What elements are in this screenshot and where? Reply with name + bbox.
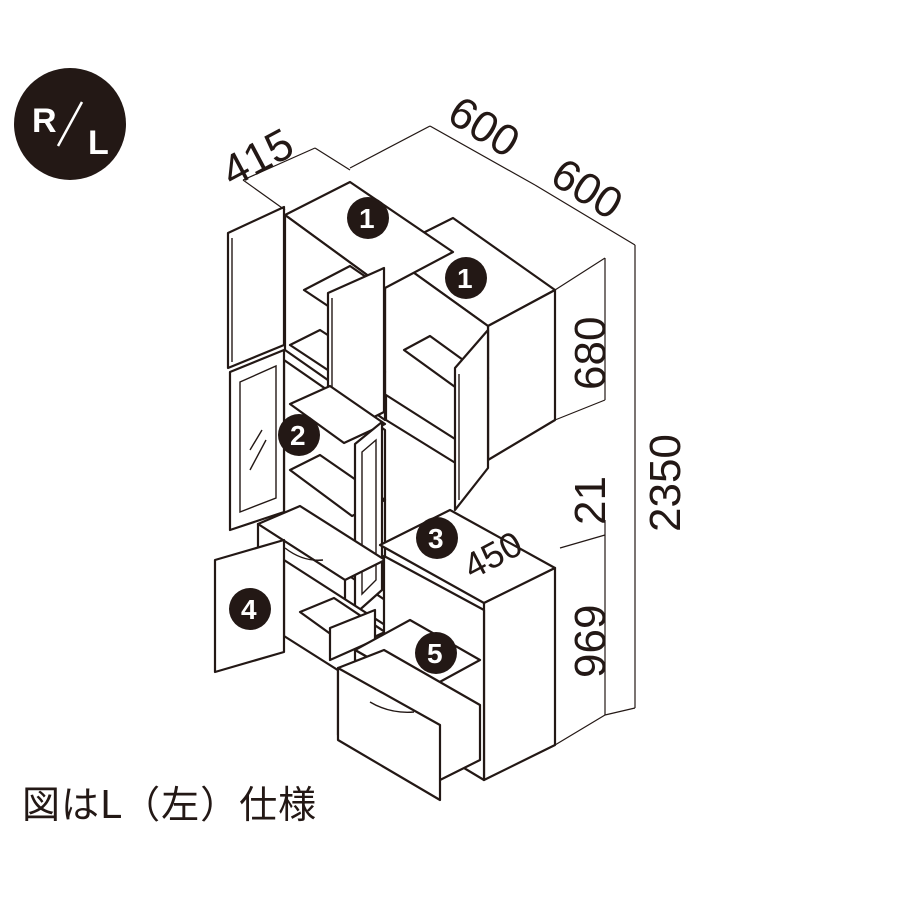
rl-badge-left: R [32,102,57,140]
dim-depth-upper: 415 [214,119,302,197]
dimension-lines [242,125,636,746]
dim-width-left: 600 [440,87,528,167]
part-badge-4: 4 [229,588,271,630]
rl-badge: R L [14,68,126,180]
svg-text:1: 1 [457,263,473,294]
svg-text:5: 5 [427,638,443,669]
svg-text:3: 3 [428,523,444,554]
part-badge-1a: 1 [347,197,389,239]
rl-badge-right: L [88,124,109,162]
dim-height-upper: 680 [566,317,615,390]
svg-text:4: 4 [241,594,257,625]
dim-gap: 21 [566,476,615,525]
svg-text:2: 2 [290,420,306,451]
svg-text:1: 1 [359,203,375,234]
lower-right-base [336,508,557,802]
dim-total-height: 2350 [641,434,690,532]
dim-width-right: 600 [543,149,631,229]
part-badge-1b: 1 [445,257,487,299]
part-badge-2: 2 [278,414,320,456]
spec-caption: 図はL（左）仕様 [22,783,318,827]
part-badge-5: 5 [415,632,457,674]
part-badge-3: 3 [416,517,458,559]
dim-height-lower: 969 [566,605,615,678]
